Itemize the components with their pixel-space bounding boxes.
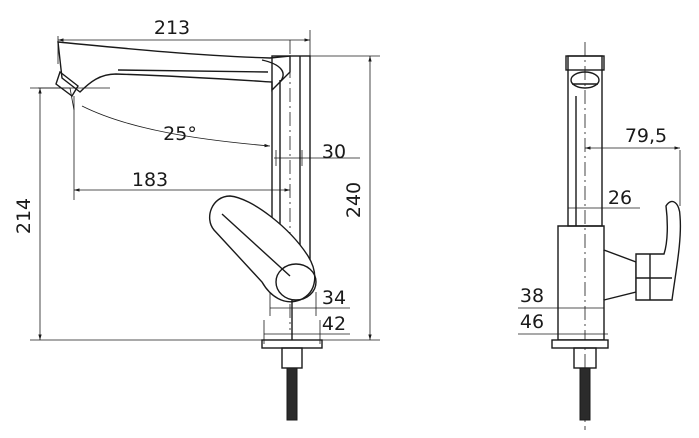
dim-pipe-label: 30 <box>322 141 346 163</box>
dim-base-inner-label: 34 <box>322 287 346 309</box>
dim-width-total: 213 <box>57 17 311 64</box>
dim-base-outer-label: 42 <box>322 313 346 335</box>
dim-side-base-outer-label: 46 <box>520 311 544 333</box>
dim-height-right: 240 <box>310 55 380 341</box>
dim-reach-label: 183 <box>132 169 168 191</box>
dim-side-offset: 79,5 <box>585 125 681 206</box>
side-view: 79,5 26 38 46 <box>518 42 682 430</box>
dim-side-base-inner: 38 <box>518 285 604 309</box>
dim-side-pipe: 26 <box>567 187 640 216</box>
dim-height-left: 214 <box>13 87 262 341</box>
dim-reach: 183 <box>73 96 290 200</box>
dim-side-base-inner-label: 38 <box>520 285 544 307</box>
dim-height-left-label: 214 <box>13 198 35 234</box>
side-lever <box>635 200 682 301</box>
dim-angle: 25° <box>38 87 271 148</box>
front-view: 213 25° 30 183 214 <box>13 17 380 421</box>
dim-width-total-label: 213 <box>154 17 190 39</box>
dim-side-offset-label: 79,5 <box>625 125 667 147</box>
dim-height-right-label: 240 <box>343 182 365 218</box>
dim-base-inner: 34 <box>269 287 350 316</box>
spout <box>55 41 291 98</box>
side-body <box>557 225 637 341</box>
dim-base-outer: 42 <box>263 313 350 344</box>
base-plate <box>261 300 323 421</box>
dim-pipe: 30 <box>274 141 360 166</box>
dim-side-pipe-label: 26 <box>608 187 632 209</box>
side-base <box>551 339 609 421</box>
side-column <box>565 42 605 430</box>
lever-handle <box>209 195 317 303</box>
dim-angle-label: 25° <box>163 123 197 145</box>
dim-side-base-outer: 46 <box>518 311 608 335</box>
